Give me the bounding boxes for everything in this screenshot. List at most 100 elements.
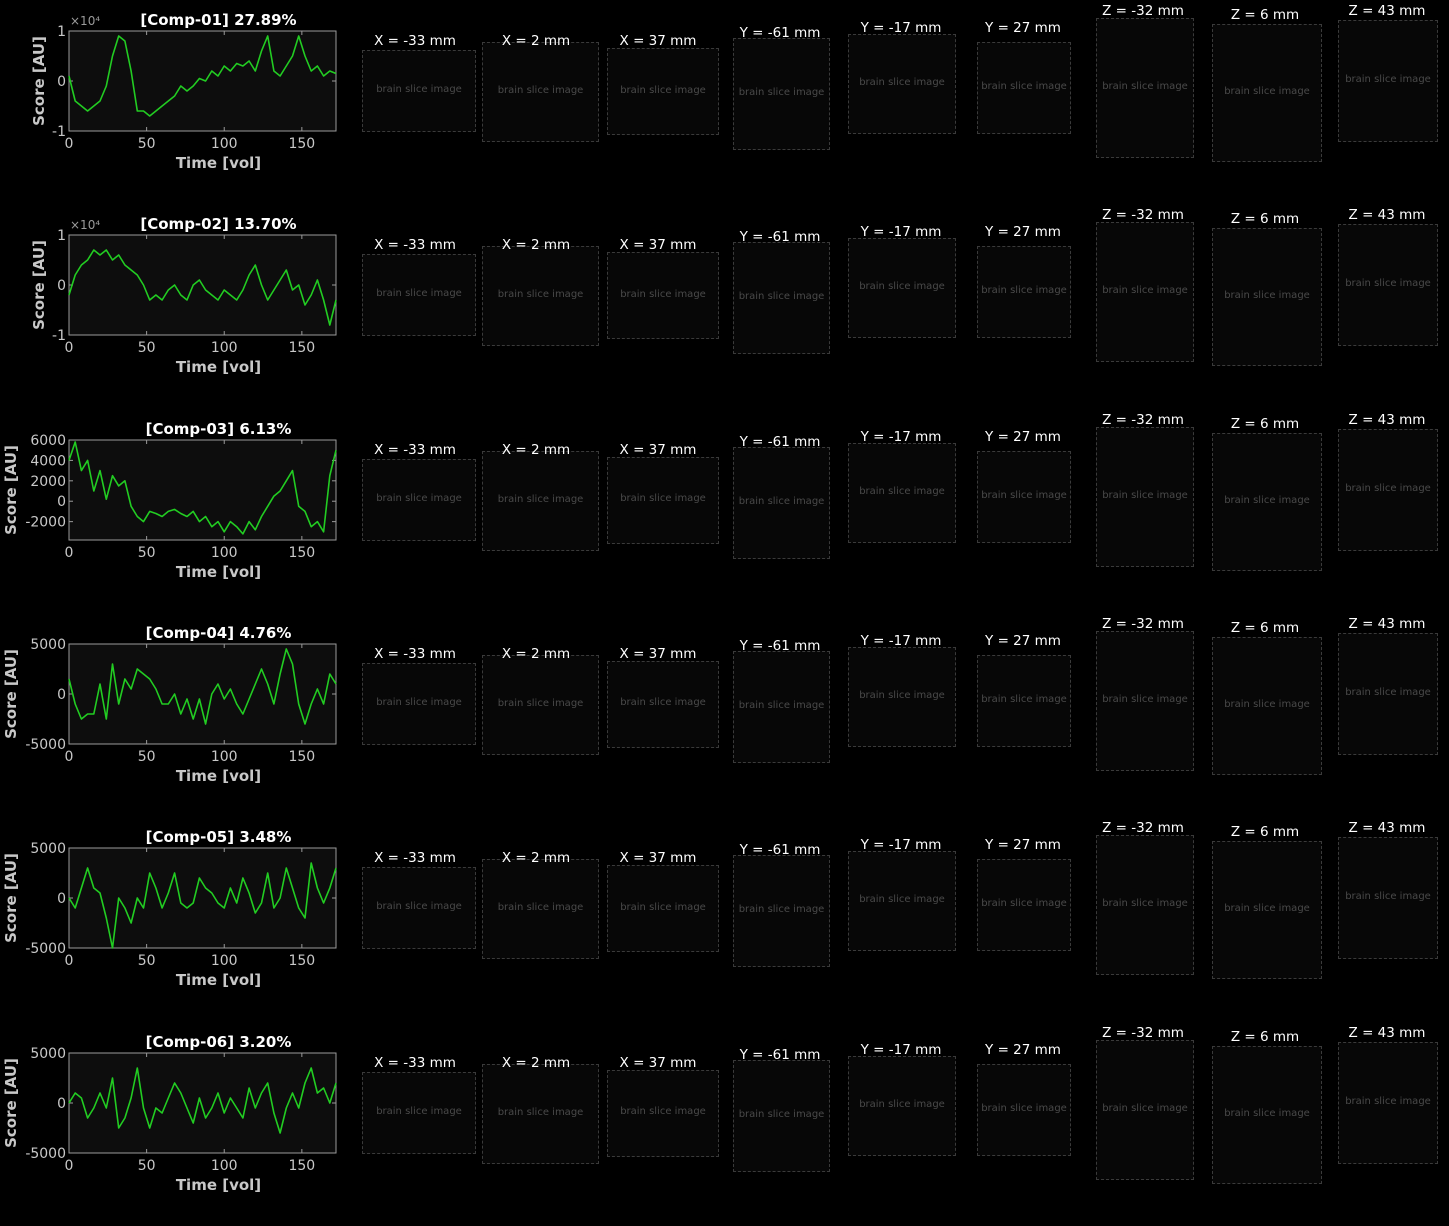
series-line <box>68 862 337 949</box>
placeholder-caption: brain slice image <box>376 1105 462 1117</box>
slice-coordinate-label: Y = -17 mm <box>860 1041 942 1058</box>
y-tick-label: 1 <box>57 24 66 40</box>
placeholder-caption: brain slice image <box>981 489 1067 501</box>
brain-slice-placeholder: brain slice image <box>848 1055 956 1156</box>
placeholder-caption: brain slice image <box>1224 903 1310 915</box>
brain-slice-placeholder: brain slice image <box>977 42 1071 134</box>
slice-coordinate-label: Z = -32 mm <box>1102 615 1184 632</box>
brain-slice-placeholder: brain slice image <box>1096 18 1194 158</box>
brain-slice-placeholder: brain slice image <box>848 238 956 339</box>
y-tick-label: 6000 <box>30 433 66 449</box>
chart-title: [Comp-05] 3.48% <box>146 828 292 846</box>
y-axis-label: Score [AU] <box>30 240 48 330</box>
slice-coordinate-label: X = 2 mm <box>501 33 571 49</box>
y-tick-label: 0 <box>57 1096 66 1112</box>
slice-coordinate-label: Y = 27 mm <box>985 428 1061 445</box>
placeholder-caption: brain slice image <box>1224 290 1310 302</box>
chart-title: [Comp-03] 6.13% <box>146 420 292 438</box>
placeholder-caption: brain slice image <box>738 495 825 507</box>
slice-coordinate-label: X = 37 mm <box>619 237 697 254</box>
slice-coordinate-label: Z = 6 mm <box>1230 1028 1300 1045</box>
brain-slice-placeholder: brain slice image <box>977 1063 1071 1156</box>
x-tick-label: 0 <box>65 749 74 765</box>
slice-coordinate-label: X = -33 mm <box>374 441 456 458</box>
placeholder-caption: brain slice image <box>620 1106 706 1117</box>
brain-slice-placeholder: brain slice image <box>1338 428 1438 551</box>
brain-slice-placeholder: brain slice image <box>1338 1041 1438 1164</box>
brain-slice-placeholder: brain slice image <box>1096 222 1194 363</box>
y-tick-label: -5000 <box>25 737 66 753</box>
slice-coordinate-label: Y = -61 mm <box>739 229 821 246</box>
brain-slice-placeholder: brain slice image <box>607 48 719 135</box>
placeholder-caption: brain slice image <box>859 894 945 906</box>
placeholder-caption: brain slice image <box>1345 482 1431 494</box>
y-tick-label: -5000 <box>25 1146 66 1162</box>
slice-coordinate-label: Z = -32 mm <box>1102 1024 1184 1041</box>
brain-slice-placeholder: brain slice image <box>1212 432 1322 571</box>
placeholder-caption: brain slice image <box>1102 1102 1188 1114</box>
brain-slice-placeholder: brain slice image <box>1212 841 1322 980</box>
brain-slice-placeholder: brain slice image <box>362 1071 476 1154</box>
slice-coordinate-label: Y = -17 mm <box>860 837 942 854</box>
chart-title: [Comp-06] 3.20% <box>146 1033 292 1051</box>
slice-coordinate-label: X = 37 mm <box>619 850 697 867</box>
slice-coordinate-label: Z = 43 mm <box>1348 1024 1426 1041</box>
brain-slice-placeholder: brain slice image <box>362 662 476 745</box>
x-tick-label: 50 <box>138 749 156 765</box>
placeholder-caption: brain slice image <box>497 85 584 96</box>
brain-slice-placeholder: brain slice image <box>482 654 599 755</box>
y-axis-label: Score [AU] <box>2 1058 20 1148</box>
brain-slice-placeholder: brain slice image <box>607 865 719 953</box>
x-tick-label: 0 <box>65 136 74 152</box>
placeholder-caption: brain slice image <box>1102 81 1188 92</box>
placeholder-caption: brain slice image <box>738 1108 825 1120</box>
slice-coordinate-label: X = -33 mm <box>374 850 456 867</box>
slice-coordinate-label: X = -33 mm <box>374 33 456 49</box>
slice-coordinate-label: X = 37 mm <box>619 1054 697 1071</box>
placeholder-caption: brain slice image <box>376 901 462 913</box>
slice-coordinate-label: Z = 6 mm <box>1230 211 1300 228</box>
slice-coordinate-label: X = 2 mm <box>501 645 571 662</box>
brain-slice-placeholder: brain slice image <box>1338 20 1438 142</box>
brain-slice-placeholder: brain slice image <box>848 646 956 747</box>
brain-slice-placeholder: brain slice image <box>1096 426 1194 567</box>
x-tick-label: 50 <box>138 953 156 969</box>
brain-slice-placeholder: brain slice image <box>733 446 830 559</box>
placeholder-caption: brain slice image <box>1345 1095 1431 1107</box>
x-tick-label: 50 <box>138 1158 156 1174</box>
placeholder-caption: brain slice image <box>738 291 825 303</box>
brain-slice-placeholder: brain slice image <box>977 246 1071 339</box>
brain-slice-placeholder: brain slice image <box>482 450 599 551</box>
placeholder-caption: brain slice image <box>738 87 825 98</box>
brain-slice-placeholder: brain slice image <box>1096 630 1194 771</box>
x-tick-label: 50 <box>138 136 156 152</box>
slice-coordinate-label: Y = 27 mm <box>985 632 1061 649</box>
y-tick-label: 0 <box>57 278 66 294</box>
y-tick-label: 0 <box>57 74 66 90</box>
slice-coordinate-label: X = 37 mm <box>619 441 697 458</box>
placeholder-caption: brain slice image <box>1102 693 1188 705</box>
brain-slice-placeholder: brain slice image <box>977 654 1071 747</box>
x-axis-label: Time [vol] <box>176 1176 261 1194</box>
placeholder-caption: brain slice image <box>1102 898 1188 910</box>
x-tick-label: 50 <box>138 545 156 561</box>
placeholder-caption: brain slice image <box>376 492 462 504</box>
slice-coordinate-label: Z = 43 mm <box>1348 207 1426 224</box>
brain-slice-placeholder: brain slice image <box>733 38 830 150</box>
x-tick-label: 0 <box>65 545 74 561</box>
x-tick-label: 0 <box>65 340 74 356</box>
x-tick-label: 100 <box>211 545 238 561</box>
placeholder-caption: brain slice image <box>620 84 706 96</box>
slice-coordinate-label: X = 2 mm <box>501 441 571 458</box>
brain-slice-placeholder: brain slice image <box>482 246 599 347</box>
placeholder-caption: brain slice image <box>1224 698 1310 710</box>
y-axis-label: Score [AU] <box>30 36 48 126</box>
y-axis-label: Score [AU] <box>2 649 20 739</box>
placeholder-caption: brain slice image <box>497 902 584 914</box>
placeholder-caption: brain slice image <box>859 1098 945 1110</box>
